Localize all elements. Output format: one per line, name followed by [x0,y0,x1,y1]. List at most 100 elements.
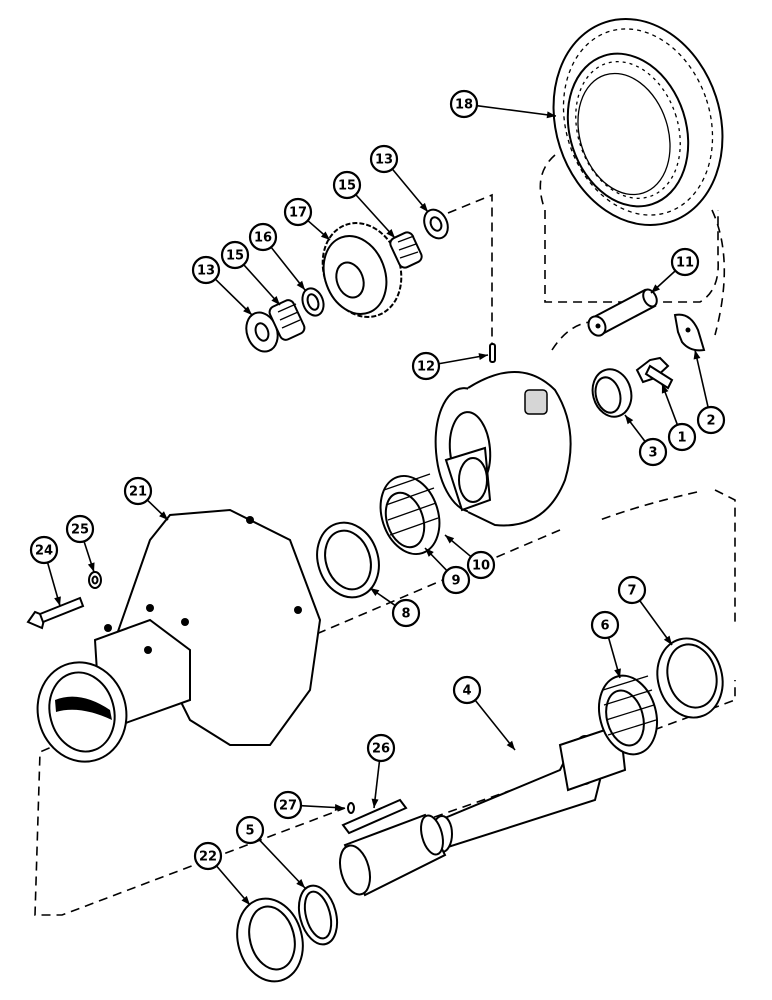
callout-number: 13 [197,264,215,279]
callout-arrowhead [334,804,344,812]
callout-arrowhead [445,535,455,544]
callout-18: 18 [449,89,557,119]
callout-arrowhead [296,280,305,290]
callout-arrowhead [419,202,428,212]
bolt-24 [26,596,85,630]
callout-26: 26 [366,733,396,809]
needle-bearing-15-left [268,299,306,341]
callout-21: 21 [123,476,169,521]
callout-number: 21 [129,485,147,500]
callout-13: 13 [369,144,429,213]
callout-bubble [283,197,313,227]
callout-arrowhead [296,879,305,888]
callout-bubble [65,514,95,544]
callout-number: 9 [451,574,460,589]
sleeve [339,813,447,897]
callout-arrowhead [271,295,280,305]
callout-10: 10 [444,534,496,580]
callout-number: 16 [254,231,272,246]
callout-arrowhead [425,548,434,557]
callout-leader-line [258,838,306,889]
callout-17: 17 [283,197,331,241]
callout-leader-line [474,699,516,751]
callout-bubble [123,476,153,506]
callout-bubble [366,733,396,763]
callout-arrowhead [478,353,488,361]
callout-bubble [235,815,265,845]
callout-bubble [411,351,441,381]
callout-number: 7 [627,584,636,599]
callout-15: 15 [332,170,396,239]
callout-1: 1 [661,383,697,452]
bolt-1 [635,356,674,390]
callout-arrowhead [506,740,515,750]
callout-arrowhead [159,511,168,520]
needle-bearing-15-right [389,231,423,269]
tapered-bearing-6 [598,674,658,756]
axle-shaft-4 [431,723,627,853]
callout-arrowhead [371,798,379,808]
callout-number: 1 [677,431,686,446]
callout-number: 15 [338,179,356,194]
callout-6: 6 [590,610,621,679]
callout-number: 15 [226,249,244,264]
oil-seal-22 [236,897,304,983]
washer-16 [301,287,325,317]
callout-bubble [696,405,726,435]
callout-leader-line [391,168,429,213]
key-26 [341,798,408,835]
callout-number: 10 [472,559,490,574]
ring-gear [552,17,724,227]
callout-15: 15 [220,240,281,306]
pin-27 [347,802,355,814]
callout-arrowhead [693,350,701,360]
callout-number: 4 [462,684,471,699]
washer-13-right [423,208,449,240]
callout-leader-line [355,194,396,239]
callout-bubble [191,255,221,285]
callout-number: 5 [245,824,254,839]
callout-number: 11 [676,256,694,271]
callout-arrowhead [320,231,330,240]
callout-13: 13 [191,255,253,316]
lock-plate-2 [673,313,706,352]
callout-24: 24 [29,535,61,607]
callout-8: 8 [369,587,421,628]
callout-arrowhead [87,562,95,572]
planet-carrier [434,371,572,527]
callout-bubble [332,170,362,200]
callout-arrowhead [546,111,556,119]
callout-bubble [452,675,482,705]
callout-7: 7 [617,575,673,646]
callout-bubble [220,240,250,270]
callout-27: 27 [273,790,345,820]
callout-leader-line [694,349,709,408]
callout-number: 12 [417,360,435,375]
callout-11: 11 [650,247,700,294]
callout-bubble [590,610,620,640]
callout-arrowhead [370,588,380,597]
callout-bubble [667,422,697,452]
callout-16: 16 [248,222,306,291]
callout-22: 22 [193,841,251,906]
callout-arrowhead [625,415,634,425]
callout-bubble [617,575,647,605]
callout-2: 2 [693,349,726,435]
callout-arrowhead [241,895,250,905]
callout-number: 26 [372,742,390,757]
bearing-cup-7 [656,637,724,719]
washer-25 [88,571,102,589]
callout-number: 27 [279,799,297,814]
callout-4: 4 [452,675,516,751]
tapered-bearing-10 [379,473,441,556]
callout-arrowhead [54,596,61,606]
thrust-washer-3 [591,368,633,418]
callout-arrowhead [663,635,672,645]
seal-ring-5 [297,884,339,946]
callout-bubble [273,790,303,820]
callout-bubble [466,550,496,580]
callout-bubble [193,841,223,871]
callout-bubble [391,598,421,628]
callout-number: 22 [199,850,217,865]
callout-number: 24 [35,544,53,559]
